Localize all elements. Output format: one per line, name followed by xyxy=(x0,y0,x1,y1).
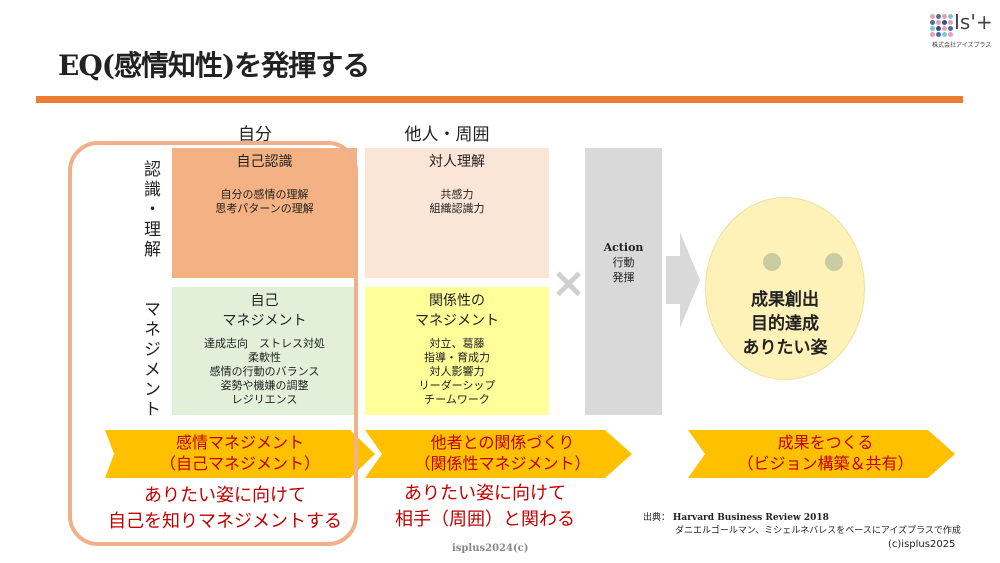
cell-item: 姿勢や機嫌の調整 xyxy=(220,379,309,392)
self-highlight-frame xyxy=(68,141,358,546)
result-line: ありたい姿 xyxy=(742,338,828,358)
banner-arrow-shape xyxy=(365,430,632,478)
column-header-self: 自分 xyxy=(238,125,272,145)
banner-self-management: 感情マネジメント （自己マネジメント） xyxy=(110,429,370,477)
cell-heading: マネジメント xyxy=(222,313,307,329)
column-header-others: 他人・周囲 xyxy=(404,125,490,145)
cell-item: 共感力 xyxy=(440,188,474,201)
cell-item: 柔軟性 xyxy=(248,351,281,364)
cell-self-awareness: 自己認識 自分の感情の理解 思考パターンの理解 xyxy=(172,148,357,278)
banner-relationship: 他者との関係づくり （関係性マネジメント） xyxy=(375,429,630,477)
row-label-management: マネジメント xyxy=(140,300,160,420)
action-title: Action xyxy=(603,241,644,254)
banner-line: （関係性マネジメント） xyxy=(414,454,591,473)
goal-self: ありたい姿に向けて 自己を知りマネジメントする xyxy=(70,483,380,535)
banner-line: （自己マネジメント） xyxy=(159,454,320,473)
cell-heading: 自己 xyxy=(250,293,279,309)
cell-heading: マネジメント xyxy=(415,313,499,329)
cell-item: 自分の感情の理解 xyxy=(220,188,309,201)
banner-line: 感情マネジメント xyxy=(175,433,304,452)
cell-item: レジリエンス xyxy=(231,393,298,406)
cell-relationship-management: 関係性の マネジメント 対立、葛藤 指導・育成力 対人影響力 リーダーシップ チ… xyxy=(365,287,549,415)
banner-line: 他者との関係づくり xyxy=(430,433,575,452)
cell-heading: 関係性の xyxy=(429,293,485,309)
goal-line: 自己を知りマネジメントする xyxy=(108,511,342,532)
eye-icon xyxy=(825,253,843,271)
banner-results: 成果をつくる （ビジョン構築＆共有） xyxy=(698,429,953,477)
cell-item: 指導・育成力 xyxy=(424,351,490,364)
arrow-right-icon xyxy=(666,232,700,328)
cell-item: 達成志向 ストレス対処 xyxy=(204,337,325,350)
eye-icon xyxy=(763,253,781,271)
cell-item: 組織認識力 xyxy=(429,202,485,215)
result-smiley: 成果創出 目的達成 ありたい姿 xyxy=(705,197,865,380)
row-label-awareness: 認識・理解 xyxy=(140,160,160,260)
copyright: (c)isplus2025 xyxy=(888,539,956,550)
logo-brand: Is'+ xyxy=(954,10,993,34)
cell-heading: 自己認識 xyxy=(236,154,293,170)
source-ref: Harvard Business Review 2018 xyxy=(672,513,829,523)
cell-heading: 対人理解 xyxy=(429,154,485,170)
source-citation: 出典： Harvard Business Review 2018 ダニエルゴール… xyxy=(643,512,961,551)
footer-text: isplus2024(c) xyxy=(452,543,529,554)
banner-arrow-shape xyxy=(688,430,955,478)
logo-subtitle: 株式会社アイズプラス xyxy=(932,42,992,49)
cell-item: 対人影響力 xyxy=(429,365,485,378)
page-title: EQ(感情知性)を発揮する xyxy=(58,49,370,82)
action-line: 発揮 xyxy=(612,271,635,284)
cell-item: チームワーク xyxy=(424,393,490,406)
cell-item: 対立、葛藤 xyxy=(429,337,485,350)
multiply-icon: × xyxy=(551,258,587,307)
goal-line: 相手（周囲）と関わる xyxy=(395,509,575,530)
goal-line: ありたい姿に向けて xyxy=(144,485,306,506)
logo-dots-icon xyxy=(930,14,953,37)
action-line: 行動 xyxy=(612,256,635,269)
cell-self-management: 自己 マネジメント 達成志向 ストレス対処 柔軟性 感情の行動のバランス 姿勢や… xyxy=(172,287,357,415)
banner-arrows xyxy=(105,430,955,478)
banner-line: 成果をつくる xyxy=(777,433,874,452)
goal-others: ありたい姿に向けて 相手（周囲）と関わる xyxy=(370,481,600,533)
cell-item: 感情の行動のバランス xyxy=(209,365,320,378)
company-logo: Is'+ 株式会社アイズプラス xyxy=(928,10,993,52)
source-label: 出典： xyxy=(643,513,671,523)
cell-item: 思考パターンの理解 xyxy=(215,202,314,215)
action-box: Action 行動 発揮 xyxy=(585,148,662,415)
result-line: 目的達成 xyxy=(751,314,819,334)
banner-line: （ビジョン構築＆共有） xyxy=(737,454,914,473)
title-underline xyxy=(36,96,963,103)
cell-social-awareness: 対人理解 共感力 組織認識力 xyxy=(365,148,549,278)
result-line: 成果創出 xyxy=(751,290,819,310)
source-note: ダニエルゴールマン、ミシェルネバレスをベースにアイズプラスで作成 xyxy=(675,526,961,536)
goal-line: ありたい姿に向けて xyxy=(404,483,566,504)
banner-arrow-shape xyxy=(105,430,375,478)
cell-item: リーダーシップ xyxy=(418,379,496,392)
